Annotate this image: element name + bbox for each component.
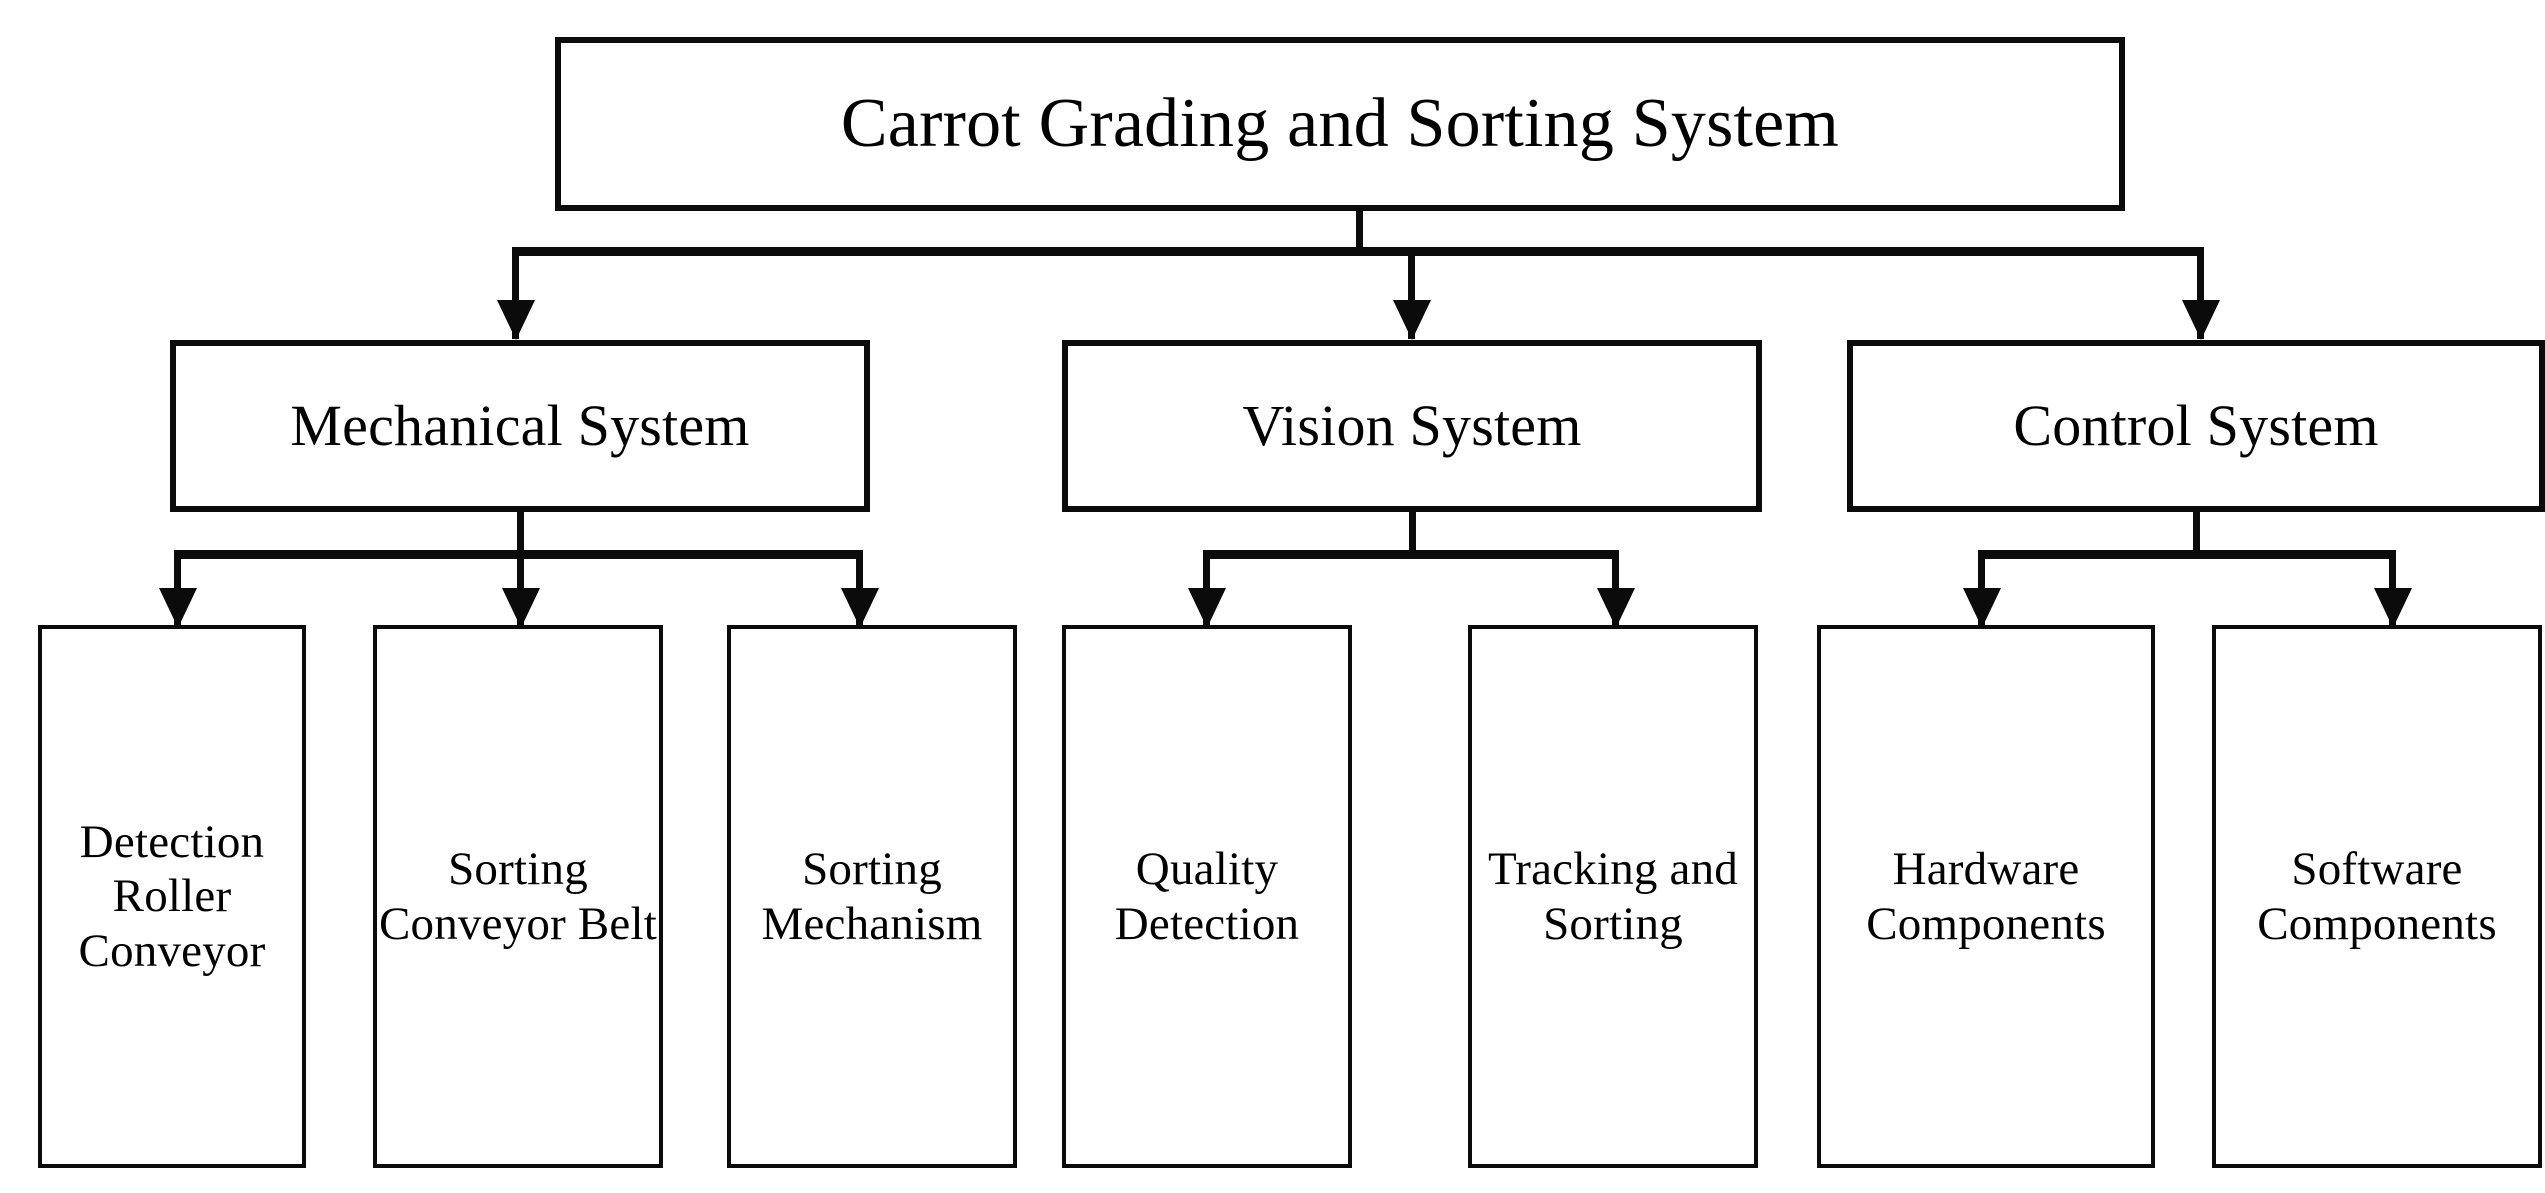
node-label: Tracking and Sorting: [1488, 842, 1738, 950]
node-label: Sorting Conveyor Belt: [378, 842, 658, 950]
connector-root-to-mechanical: [512, 247, 519, 339]
node-label: Vision System: [1242, 393, 1582, 459]
connector-vision-bus: [1203, 550, 1619, 559]
node-software-components[interactable]: Software Components: [2212, 625, 2542, 1168]
connector-mechanical-stem: [517, 512, 524, 556]
node-vision-system[interactable]: Vision System: [1062, 340, 1762, 512]
arrowhead-vision-to-quality-detection-icon: [1188, 588, 1226, 628]
node-label: Carrot Grading and Sorting System: [840, 85, 1840, 163]
node-quality-detection[interactable]: Quality Detection: [1062, 625, 1352, 1168]
node-control-system[interactable]: Control System: [1847, 340, 2545, 512]
node-hardware-components[interactable]: Hardware Components: [1817, 625, 2155, 1168]
connector-vision-stem: [1409, 512, 1416, 556]
node-label: Sorting Mechanism: [761, 842, 983, 950]
arrowhead-control-to-software-components-icon: [2374, 588, 2412, 628]
arrowhead-root-to-control-icon: [2182, 300, 2220, 340]
node-label: Software Components: [2257, 842, 2497, 950]
node-detection-roller-conveyor[interactable]: Detection Roller Conveyor: [38, 625, 306, 1168]
node-tracking-and-sorting[interactable]: Tracking and Sorting: [1468, 625, 1758, 1168]
connector-control-stem: [2193, 512, 2200, 556]
connector-root-to-vision: [1408, 247, 1415, 339]
arrowhead-mechanical-to-sorting-conveyor-belt-icon: [502, 588, 540, 628]
node-label: Hardware Components: [1866, 842, 2106, 950]
node-carrot-grading-and-sorting-system[interactable]: Carrot Grading and Sorting System: [555, 37, 2125, 211]
arrowhead-root-to-mechanical-icon: [497, 300, 535, 340]
node-label: Control System: [2013, 393, 2379, 459]
arrowhead-vision-to-tracking-and-sorting-icon: [1597, 588, 1635, 628]
connector-root-stem: [1356, 211, 1363, 253]
node-sorting-conveyor-belt[interactable]: Sorting Conveyor Belt: [373, 625, 663, 1168]
arrowhead-control-to-hardware-components-icon: [1963, 588, 2001, 628]
node-mechanical-system[interactable]: Mechanical System: [170, 340, 870, 512]
node-sorting-mechanism[interactable]: Sorting Mechanism: [727, 625, 1017, 1168]
node-label: Quality Detection: [1114, 842, 1300, 950]
arrowhead-root-to-vision-icon: [1393, 300, 1431, 340]
node-label: Mechanical System: [290, 393, 750, 459]
connector-root-bus: [512, 247, 2204, 256]
node-label: Detection Roller Conveyor: [78, 815, 266, 977]
connector-control-bus: [1978, 550, 2396, 559]
arrowhead-mechanical-to-sorting-mechanism-icon: [841, 588, 879, 628]
connector-root-to-control: [2197, 247, 2204, 339]
arrowhead-mechanical-to-detection-roller-conveyor-icon: [159, 588, 197, 628]
